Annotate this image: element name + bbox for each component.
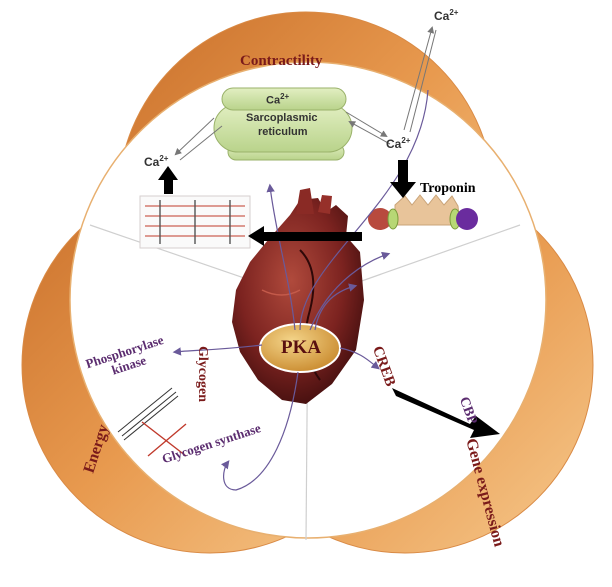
- ca-charge: 2+: [401, 136, 411, 145]
- glycogen-synthase-label: Glycogen synthase: [160, 420, 263, 467]
- glycogen-label: Glycogen: [195, 346, 210, 402]
- gene-expression-label: Gene expression: [462, 436, 508, 549]
- ca-symbol: Ca: [144, 155, 160, 169]
- energy-cross-icon: [141, 421, 187, 457]
- troponin-label: Troponin: [420, 181, 476, 196]
- pathway-lines: [172, 89, 429, 491]
- ca-symbol: Ca: [434, 9, 450, 23]
- myofibril-sarcomere-icon: [139, 195, 251, 249]
- ca-label-left: Ca2+: [144, 154, 168, 169]
- ca-symbol: Ca: [266, 94, 281, 107]
- ca-label-sr: Ca2+: [266, 92, 289, 107]
- ca-label-top: Ca2+: [434, 8, 458, 23]
- ca-symbol: Ca: [386, 137, 402, 151]
- pka-label: PKA: [281, 337, 322, 358]
- ca-charge: 2+: [280, 92, 290, 101]
- bold-arrows: [158, 160, 500, 438]
- phosphorylase-kinase-label: Phosphorylase kinase: [84, 332, 170, 385]
- sr-label-line1: Sarcoplasmic: [246, 112, 318, 124]
- ca-label-right: Ca2+: [386, 136, 410, 151]
- sarcoplasmic-reticulum-icon: [213, 87, 353, 161]
- contractility-label: Contractility: [240, 53, 323, 69]
- cbp-label: CBP: [455, 395, 480, 427]
- calcium-flux-arrows: [174, 26, 437, 161]
- ca-charge: 2+: [449, 8, 459, 17]
- creb-label: CREB: [368, 344, 399, 389]
- energy-label: Energy: [80, 422, 113, 476]
- troponin-complex-icon: [368, 194, 478, 230]
- ca-charge: 2+: [159, 154, 169, 163]
- sr-label-line2: reticulum: [258, 126, 308, 138]
- energy-arrows: [117, 387, 179, 441]
